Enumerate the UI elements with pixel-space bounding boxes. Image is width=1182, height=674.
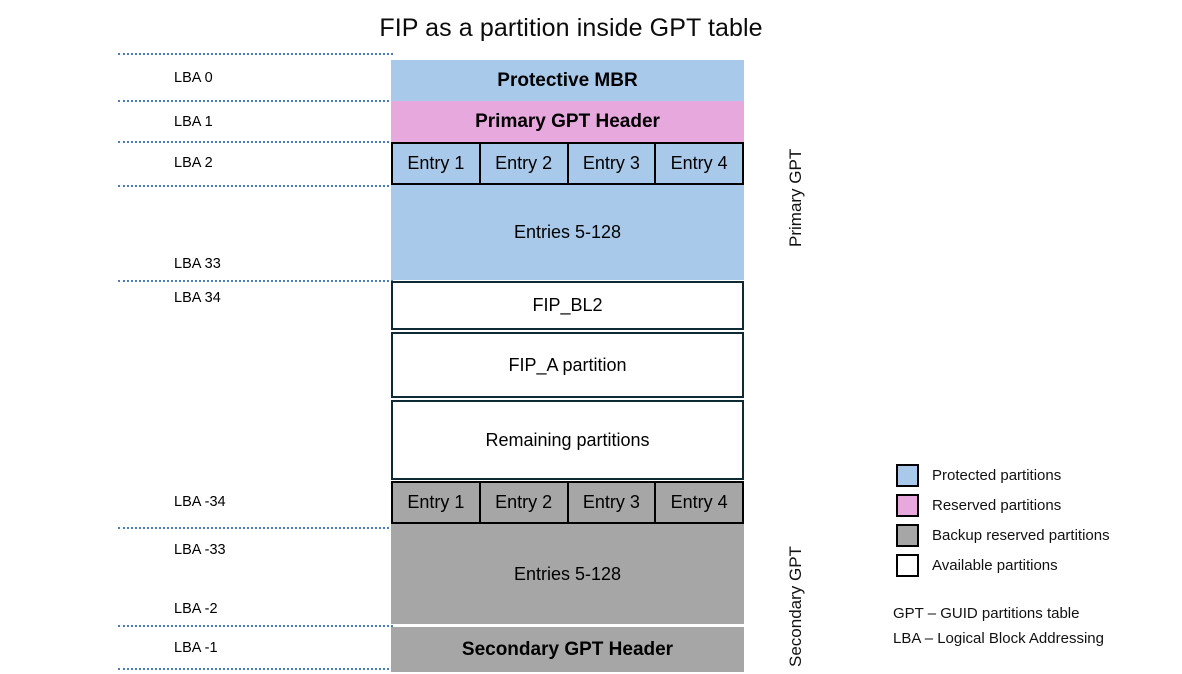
remaining-partitions: Remaining partitions — [391, 400, 744, 480]
lba-label: LBA -2 — [174, 601, 218, 617]
partition-entry-cell: Entry 4 — [656, 144, 742, 183]
lba-label: LBA 34 — [174, 290, 221, 306]
legend-color-swatch — [896, 523, 919, 547]
legend-item-label: Protected partitions — [932, 466, 1062, 484]
entries-5-128-secondary: Entries 5-128 — [391, 524, 744, 624]
lba-label: LBA 1 — [174, 114, 213, 130]
legend-item: Reserved partitions — [896, 490, 1110, 520]
partition-entry-cell: Entry 1 — [393, 144, 481, 183]
guide-line — [118, 100, 393, 102]
secondary-gpt-side-label: Secondary GPT — [786, 546, 805, 667]
legend-color-swatch — [896, 463, 919, 487]
legend-item: Available partitions — [896, 550, 1110, 580]
legend-color-swatch — [896, 493, 919, 517]
primary-gpt-header: Primary GPT Header — [391, 101, 744, 142]
abbreviation-line: LBA – Logical Block Addressing — [893, 630, 1104, 647]
secondary-gpt-header: Secondary GPT Header — [391, 627, 744, 672]
guide-line — [118, 625, 393, 627]
lba-label: LBA 2 — [174, 155, 213, 171]
abbreviation-line: GPT – GUID partitions table — [893, 605, 1080, 622]
guide-line — [118, 141, 393, 143]
guide-line — [118, 185, 393, 187]
legend-item-label: Reserved partitions — [932, 496, 1062, 514]
partition-entry-cell: Entry 2 — [480, 144, 569, 183]
legend-item-label: Backup reserved partitions — [932, 526, 1110, 544]
primary-gpt-side-label: Primary GPT — [786, 148, 805, 247]
legend-color-swatch — [896, 553, 919, 577]
lba-label: LBA -34 — [174, 494, 226, 510]
partition-entry-cell: Entry 1 — [393, 483, 481, 522]
partition-entry-cell: Entry 3 — [568, 483, 657, 522]
entries-5-128-secondary-label: Entries 5-128 — [513, 563, 622, 584]
lba-label: LBA 33 — [174, 256, 221, 272]
protective-mbr: Protective MBR — [391, 60, 744, 101]
secondary-gpt-header-label: Secondary GPT Header — [461, 638, 674, 660]
entries-5-128-primary: Entries 5-128 — [391, 185, 744, 280]
page-title: FIP as a partition inside GPT table — [379, 14, 763, 42]
entries-5-128-primary-label: Entries 5-128 — [513, 222, 622, 242]
legend-item: Protected partitions — [896, 460, 1110, 490]
fip-a-partition-label: FIP_A partition — [508, 354, 627, 375]
fip-bl2: FIP_BL2 — [391, 281, 744, 330]
guide-line — [118, 668, 393, 670]
legend-item: Backup reserved partitions — [896, 520, 1110, 550]
partition-entry-cell: Entry 3 — [568, 144, 657, 183]
partition-entry-cell: Entry 2 — [480, 483, 569, 522]
remaining-partitions-label: Remaining partitions — [485, 429, 650, 450]
primary-gpt-header-label: Primary GPT Header — [475, 110, 660, 132]
lba-label: LBA -33 — [174, 542, 226, 558]
lba-label: LBA 0 — [174, 70, 213, 86]
fip-bl2-label: FIP_BL2 — [532, 295, 603, 315]
guide-line — [118, 280, 393, 282]
lba-label: LBA -1 — [174, 640, 218, 656]
protective-mbr-label: Protective MBR — [497, 69, 638, 91]
legend-item-label: Available partitions — [932, 556, 1058, 574]
guide-line — [118, 527, 393, 529]
guide-line — [118, 53, 393, 55]
partition-entry-cell: Entry 4 — [656, 483, 742, 522]
fip-a-partition: FIP_A partition — [391, 332, 744, 398]
